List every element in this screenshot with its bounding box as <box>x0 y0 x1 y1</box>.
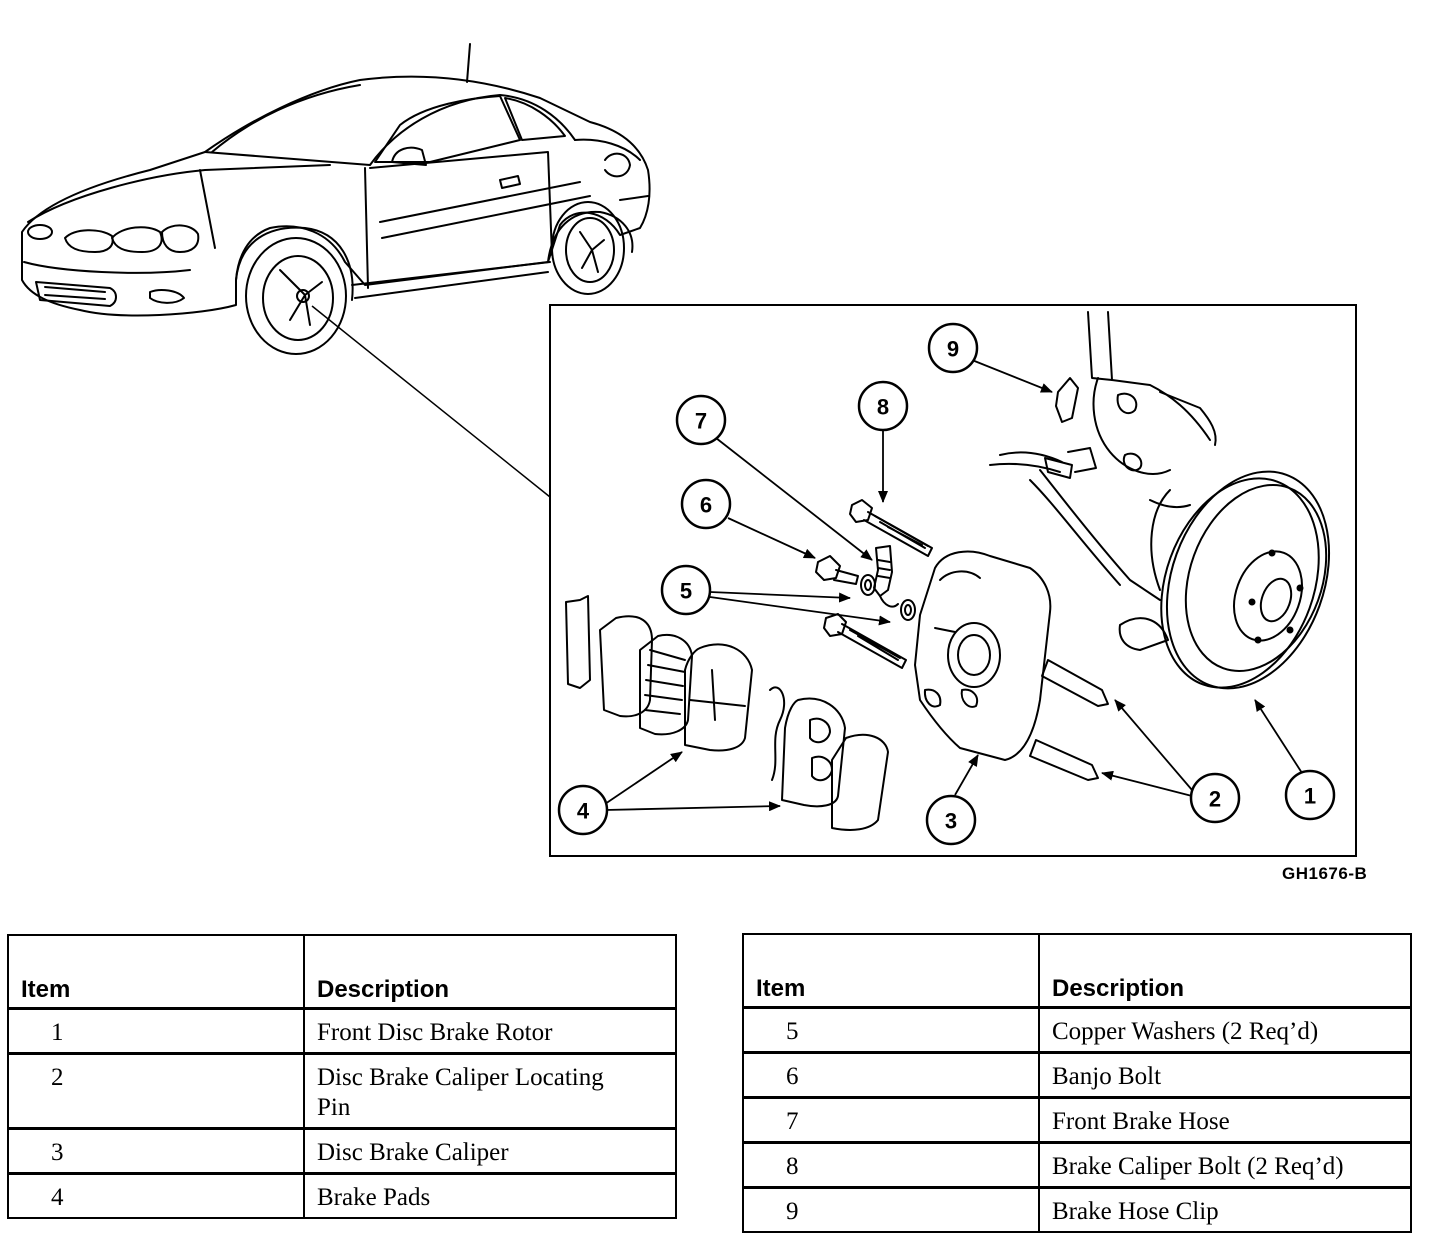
callout-label-7: 7 <box>695 409 707 434</box>
item-number: 2 <box>8 1053 305 1130</box>
figure-code: GH1676-B <box>1282 864 1368 883</box>
table-row: 2 Disc Brake Caliper Locating Pin <box>8 1053 676 1130</box>
table-row: 9 Brake Hose Clip <box>743 1187 1411 1232</box>
table-row: 7 Front Brake Hose <box>743 1097 1411 1144</box>
item-description: Copper Washers (2 Req’d) <box>1039 1007 1411 1054</box>
brake-assembly-parts <box>565 311 1331 831</box>
callout-9: 9 <box>927 322 979 374</box>
callout-8: 8 <box>857 380 909 432</box>
table-row: 5 Copper Washers (2 Req’d) <box>743 1007 1411 1054</box>
item-number: 4 <box>8 1173 305 1218</box>
callout-label-5: 5 <box>680 579 692 604</box>
description-column-header: Description <box>304 935 676 1010</box>
item-number: 7 <box>743 1097 1040 1144</box>
item-description: Banjo Bolt <box>1039 1052 1411 1099</box>
item-number: 1 <box>8 1008 305 1055</box>
detail-box <box>549 304 1357 857</box>
table-row: 1 Front Disc Brake Rotor <box>8 1008 676 1055</box>
detail-leader-line <box>311 305 551 498</box>
item-description: Disc Brake Caliper <box>304 1128 676 1175</box>
callout-label-4: 4 <box>577 799 590 824</box>
callout-3: 3 <box>925 794 977 846</box>
callout-4: 4 <box>557 784 609 836</box>
table-header-row: Item Description <box>8 935 676 1010</box>
callout-label-2: 2 <box>1209 787 1221 812</box>
table-header-row: Item Description <box>743 934 1411 1009</box>
callout-6: 6 <box>680 478 732 530</box>
callout-1: 1 <box>1284 769 1336 821</box>
table-row: 3 Disc Brake Caliper <box>8 1128 676 1175</box>
item-number: 9 <box>743 1187 1040 1232</box>
callout-2: 2 <box>1189 772 1241 824</box>
item-number: 8 <box>743 1142 1040 1189</box>
callout-label-8: 8 <box>877 395 889 420</box>
item-column-header: Item <box>8 935 305 1010</box>
parts-legend-table-right: Item Description 5 Copper Washers (2 Req… <box>742 933 1412 1233</box>
item-description: Disc Brake Caliper Locating Pin <box>304 1053 676 1130</box>
item-number: 5 <box>743 1007 1040 1054</box>
parts-legend-table-left: Item Description 1 Front Disc Brake Roto… <box>7 934 677 1219</box>
item-number: 3 <box>8 1128 305 1175</box>
table-row: 4 Brake Pads <box>8 1173 676 1218</box>
callout-arrows <box>604 359 1303 812</box>
brake-diagram: 1 2 3 4 5 6 7 8 9 <box>21 43 1357 857</box>
table-row: 8 Brake Caliper Bolt (2 Req’d) <box>743 1142 1411 1189</box>
item-description: Brake Caliper Bolt (2 Req’d) <box>1039 1142 1411 1189</box>
description-column-header: Description <box>1039 934 1411 1009</box>
item-description: Front Disc Brake Rotor <box>304 1008 676 1055</box>
table-row: 6 Banjo Bolt <box>743 1052 1411 1099</box>
callout-label-6: 6 <box>700 493 712 518</box>
item-number: 6 <box>743 1052 1040 1099</box>
item-description: Front Brake Hose <box>1039 1097 1411 1144</box>
callout-label-1: 1 <box>1304 784 1316 809</box>
callout-7: 7 <box>675 394 727 446</box>
callout-label-3: 3 <box>945 809 957 834</box>
callout-label-9: 9 <box>947 337 959 362</box>
item-column-header: Item <box>743 934 1040 1009</box>
vehicle-illustration <box>21 43 651 355</box>
item-description: Brake Hose Clip <box>1052 1198 1219 1225</box>
item-description: Brake Pads <box>317 1184 431 1211</box>
callout-5: 5 <box>660 564 712 616</box>
